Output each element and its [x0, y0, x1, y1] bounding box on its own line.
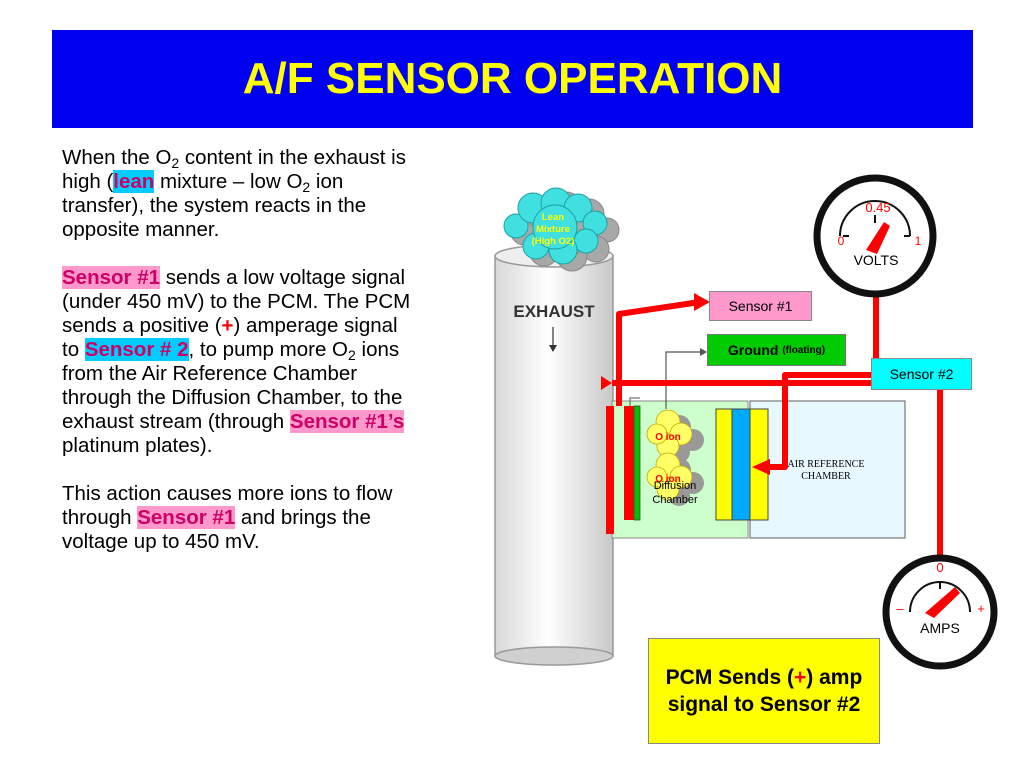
amps-unit-label: AMPS	[920, 620, 960, 636]
sensor1-label-box: Sensor #1	[709, 291, 812, 321]
sensor2-highlight: Sensor # 2	[84, 338, 189, 361]
paragraph-2: Sensor #1 sends a low voltage signal (un…	[62, 266, 411, 457]
ion-label-upper: O ion	[655, 432, 681, 443]
volts-unit-label: VOLTS	[853, 252, 899, 268]
sensor1-outer-plate	[606, 406, 614, 534]
platinum-plate-left	[715, 408, 733, 521]
amps-value-label: 0	[936, 559, 944, 575]
volts-needle	[866, 222, 890, 254]
ion-label-lower: O ion	[655, 474, 681, 485]
paragraph-3: This action causes more ions to flow thr…	[62, 482, 393, 553]
body-text: When the O2 content in the exhaust is hi…	[62, 146, 412, 578]
pcm-caption-box: PCM Sends (+) amp signal to Sensor #2	[648, 638, 880, 744]
sensor1-highlight-2: Sensor #1	[137, 506, 236, 529]
volts-min-label: 0	[837, 234, 845, 248]
amps-plus-label: +	[977, 600, 985, 616]
sensor1-highlight: Sensor #1	[62, 266, 160, 289]
plus-sign: +	[221, 314, 234, 337]
sensor2-label-box: Sensor #2	[871, 358, 972, 390]
amps-minus-label: –	[896, 600, 904, 616]
amps-needle	[925, 587, 960, 618]
lean-highlight: lean	[113, 170, 155, 193]
paragraph-1: When the O2 content in the exhaust is hi…	[62, 146, 406, 241]
ground-lead	[665, 351, 700, 409]
air-reference-label: AIR REFERENCE CHAMBER	[787, 459, 865, 482]
ground-note: (floating)	[782, 344, 826, 356]
sensor1s-highlight: Sensor #1’s	[289, 410, 405, 433]
sensor1-inner-plate	[624, 406, 634, 520]
sensor-lead	[629, 397, 640, 406]
caption-plus-sign: +	[794, 666, 807, 689]
diffusion-chamber-label: Diffusion Chamber	[652, 480, 698, 506]
page-title: A/F SENSOR OPERATION	[242, 54, 783, 103]
ground-label-box: Ground (floating)	[707, 334, 846, 366]
volts-max-label: 1	[914, 234, 922, 248]
pcm-caption: PCM Sends (+) amp signal to Sensor #2	[665, 666, 863, 716]
platinum-plate-right	[749, 408, 769, 521]
cloud-label: Lean Mixture (High O2)	[531, 212, 575, 247]
exhaust-label: EXHAUST	[513, 302, 595, 321]
volts-value-label: 0.45	[865, 199, 891, 215]
title-bar: A/F SENSOR OPERATION	[52, 30, 973, 128]
zirconia-element	[731, 408, 751, 521]
sensor1-wire	[616, 299, 701, 406]
ground-label: Ground	[727, 342, 779, 358]
